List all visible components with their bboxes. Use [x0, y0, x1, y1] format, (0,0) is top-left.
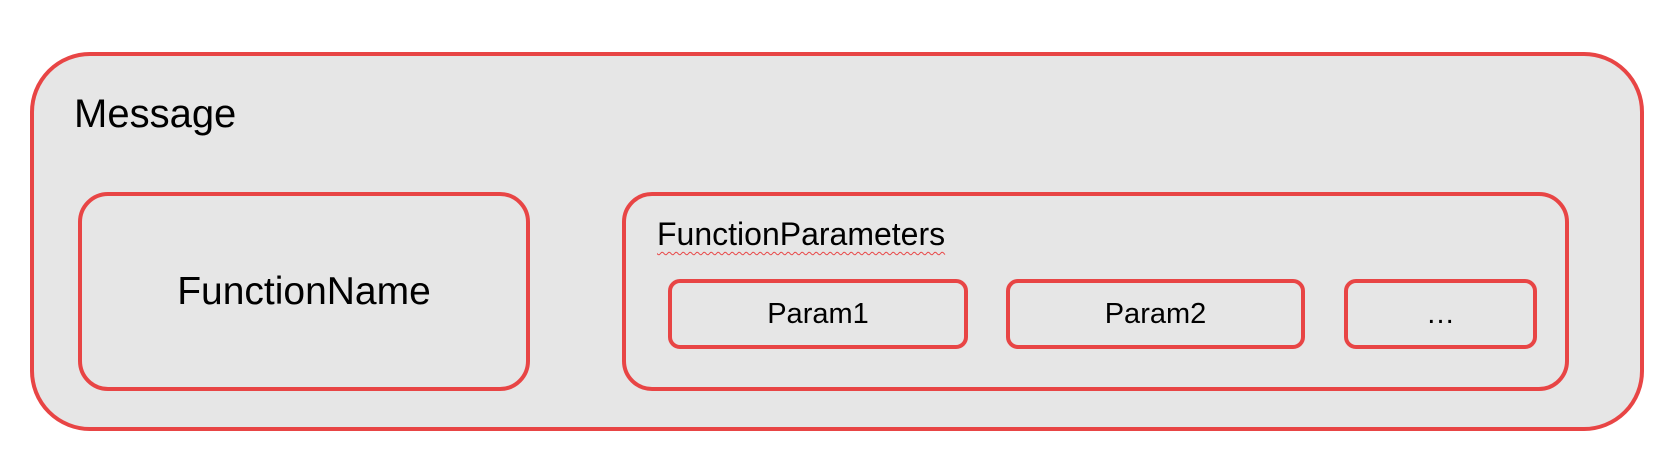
message-label: Message	[74, 92, 237, 136]
more-params-box: …	[1344, 279, 1537, 349]
function-parameters-label: FunctionParameters	[657, 216, 946, 252]
function-name-box: FunctionName	[78, 192, 530, 391]
param1-label: Param1	[767, 297, 869, 330]
param2-label: Param2	[1104, 297, 1207, 330]
param2-box: Param2	[1006, 279, 1305, 349]
param1-box: Param1	[668, 279, 968, 349]
more-params-label: …	[1426, 297, 1455, 330]
function-name-label: FunctionName	[177, 269, 431, 313]
